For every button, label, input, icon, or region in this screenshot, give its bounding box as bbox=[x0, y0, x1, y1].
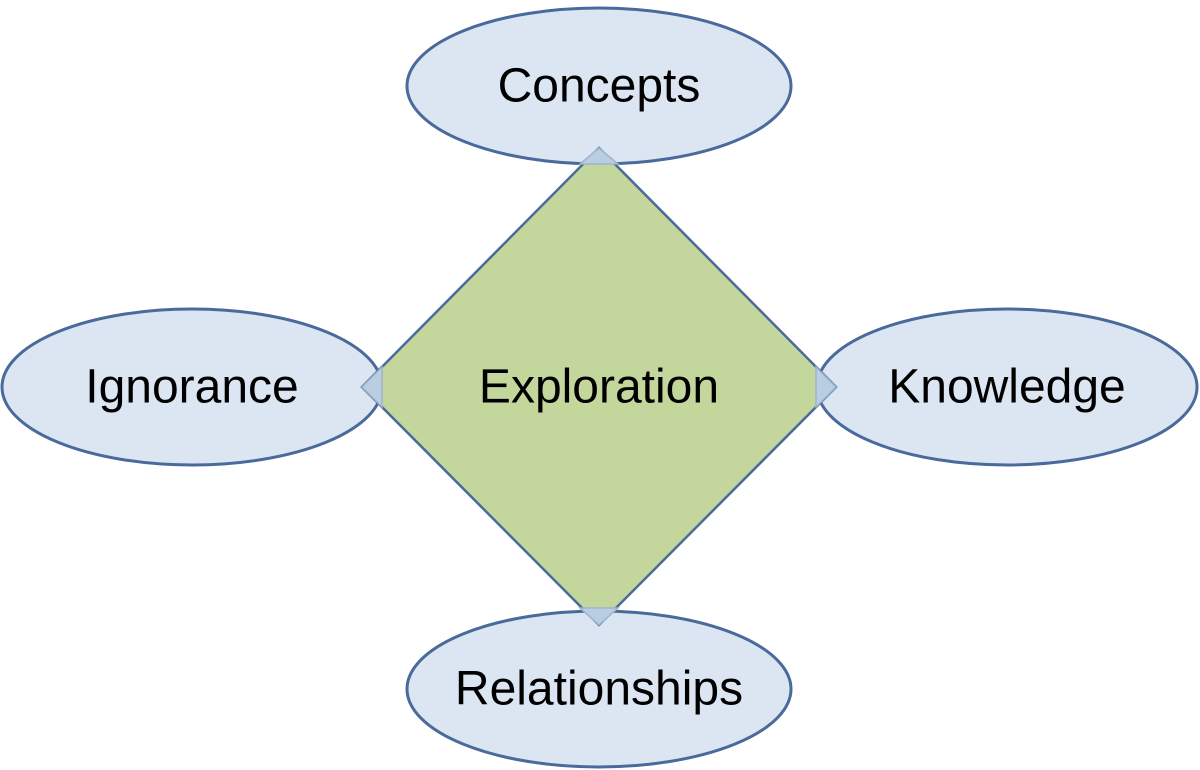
ignorance-label: Ignorance bbox=[85, 361, 299, 414]
concepts-label: Concepts bbox=[498, 60, 701, 113]
relationships-label: Relationships bbox=[455, 663, 743, 716]
knowledge-label: Knowledge bbox=[888, 361, 1126, 414]
top-overlap bbox=[577, 147, 621, 165]
left-overlap bbox=[360, 365, 383, 409]
bottom-overlap bbox=[578, 607, 620, 627]
exploration-label: Exploration bbox=[479, 361, 719, 414]
right-overlap bbox=[815, 365, 838, 409]
